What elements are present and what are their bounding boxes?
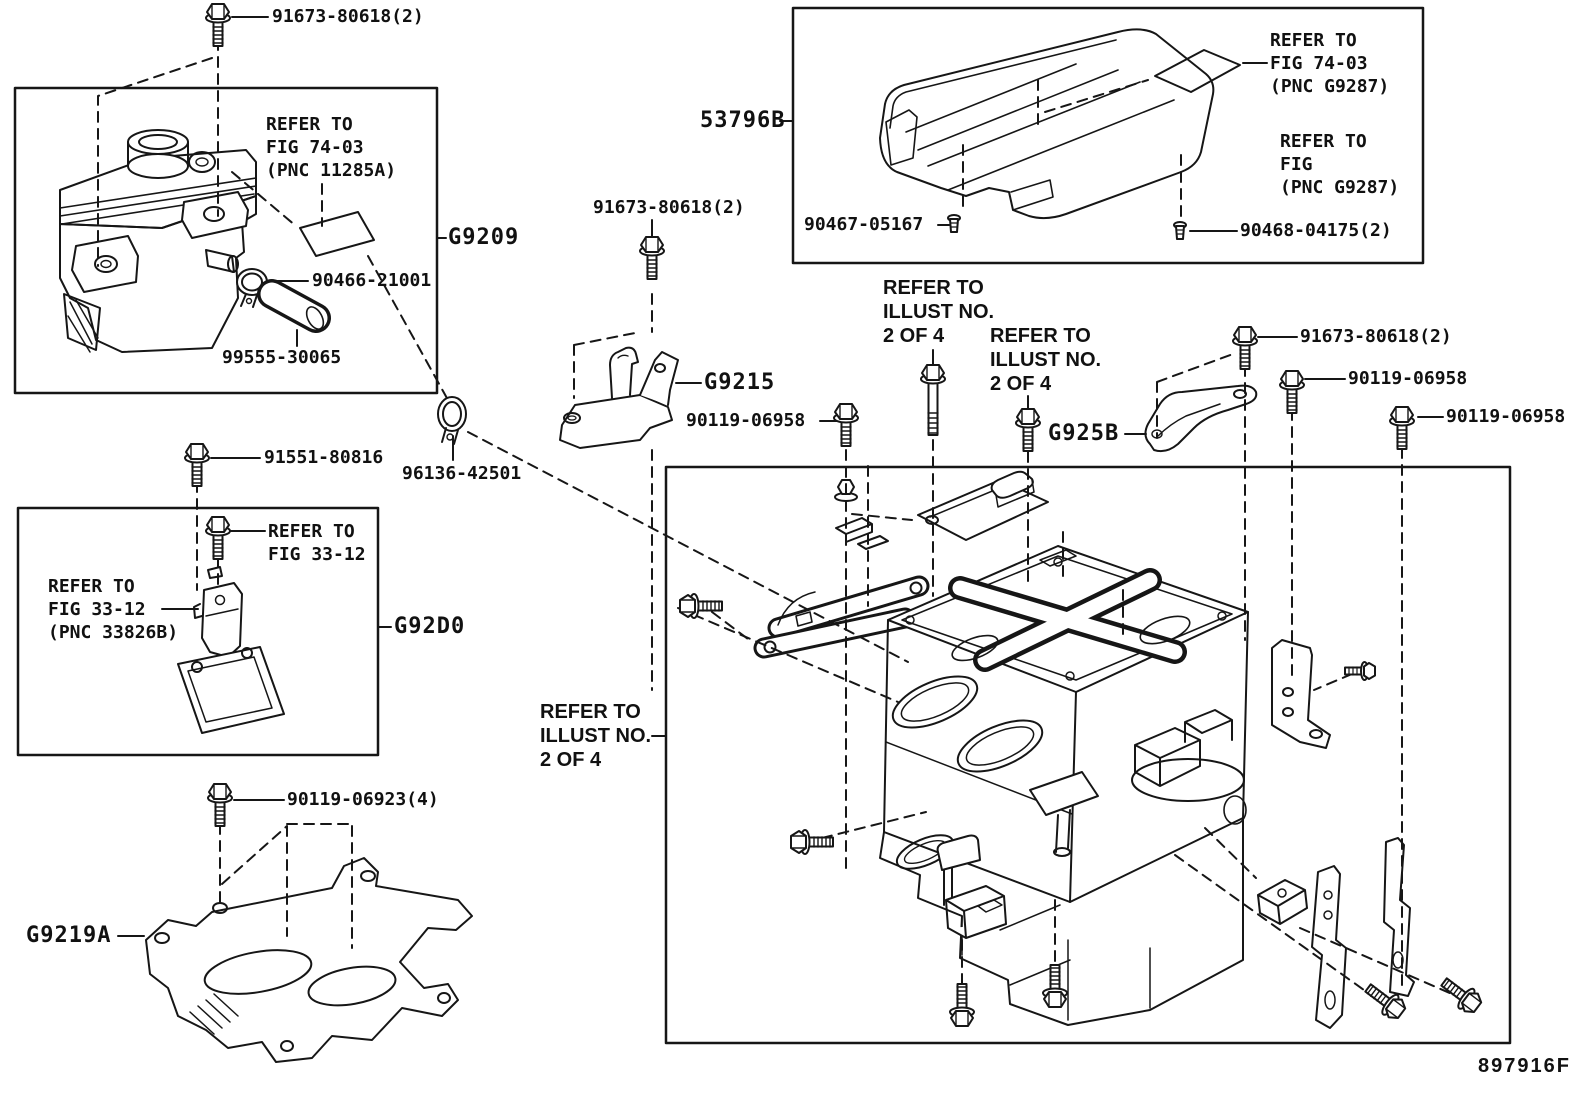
bolt-icon-horizontal — [790, 829, 834, 855]
bolt-icon — [1389, 406, 1415, 450]
part-code-g9215: G9215 — [704, 370, 776, 395]
box-g9209 — [13, 86, 439, 395]
refer-note-illust-b: REFER TO ILLUST NO. 2 OF 4 — [990, 325, 1102, 395]
part-label-90119-06958-c: 90119-06958 — [1446, 406, 1566, 427]
refer-note-fig74-03-11285a: REFER TO FIG 74-03 (PNC 11285A) — [266, 114, 397, 181]
bolt-icon-upward — [949, 983, 975, 1027]
box-53796b — [791, 6, 1425, 265]
refer-note-illust-a: REFER TO ILLUST NO. 2 OF 4 — [883, 277, 995, 347]
sensor-g92d0-drawing — [177, 566, 285, 734]
side-arm-bracket-drawing — [753, 575, 930, 659]
bolt-icon-upward — [1042, 964, 1068, 1008]
part-code-g92d0: G92D0 — [394, 614, 466, 639]
bolt-icon-horizontal — [1344, 661, 1376, 681]
part-code-g9219a: G9219A — [26, 923, 112, 948]
part-label-90119-06923: 90119-06923(4) — [287, 789, 439, 810]
refer-note-illust-main: REFER TO ILLUST NO. 2 OF 4 — [540, 701, 652, 771]
engine-cover-53796b-drawing — [879, 28, 1241, 220]
label-sticker-g9287 — [1154, 49, 1241, 93]
fastener-icons — [184, 3, 1486, 1027]
clamp-icon-96136 — [437, 396, 467, 445]
clip-icon-90467 — [947, 214, 961, 233]
bolt-icon — [833, 403, 859, 447]
refer-note-fig74-03-g9287: REFER TO FIG 74-03 (PNC G9287) — [1270, 30, 1390, 97]
bolt-icon — [205, 516, 231, 560]
bolt-icon — [1015, 408, 1041, 452]
bolt-icon — [205, 3, 231, 47]
bolt-icon — [639, 236, 665, 280]
bolt-icon — [184, 443, 210, 487]
clip-icon-90468 — [1173, 221, 1187, 240]
part-label-90468: 90468-04175(2) — [1240, 220, 1392, 241]
part-label-91673-top: 91673-80618(2) — [272, 6, 424, 27]
part-label-91673-right: 91673-80618(2) — [1300, 326, 1452, 347]
part-label-91673-mid: 91673-80618(2) — [593, 197, 745, 218]
refer-note-fig-g9287: REFER TO FIG (PNC G9287) — [1280, 131, 1400, 198]
label-sticker-11285a — [299, 211, 375, 257]
part-code-53796b: 53796B — [700, 108, 786, 133]
part-label-99555: 99555-30065 — [222, 347, 342, 368]
bracket-g925b-drawing — [1144, 384, 1258, 453]
part-label-90467: 90467-05167 — [804, 214, 924, 235]
part-code-g9209: G9209 — [448, 225, 520, 250]
bolt-icon — [207, 783, 233, 827]
part-code-g925b: G925B — [1048, 421, 1120, 446]
refer-note-fig33-12-33826b: REFER TO FIG 33-12 (PNC 33826B) — [48, 576, 179, 643]
inverter-assembly-drawing — [753, 470, 1415, 1029]
bracket-g9215-drawing — [559, 346, 679, 449]
hose-99555-drawing — [257, 279, 331, 333]
leader-lines — [117, 16, 1444, 937]
part-label-91551: 91551-80816 — [264, 447, 384, 468]
bolt-icon — [1279, 370, 1305, 414]
bracket-g9219a-drawing — [145, 857, 473, 1063]
long-bolt-icon — [920, 364, 946, 436]
box-main-inverter — [664, 465, 1512, 1045]
part-label-90119-06958-a: 90119-06958 — [686, 410, 806, 431]
assembly-dashed-lines — [97, 39, 1453, 1001]
part-label-96136: 96136-42501 — [402, 463, 522, 484]
bolt-icon — [1232, 326, 1258, 370]
bolt-icon-angled — [1435, 971, 1486, 1018]
refer-note-fig33-12: REFER TO FIG 33-12 — [268, 521, 366, 565]
part-label-90119-06958-b: 90119-06958 — [1348, 368, 1468, 389]
figure-number: 897916F — [1478, 1055, 1571, 1077]
reservoir-tank-drawing — [59, 129, 375, 353]
part-label-90466: 90466-21001 — [312, 270, 432, 291]
